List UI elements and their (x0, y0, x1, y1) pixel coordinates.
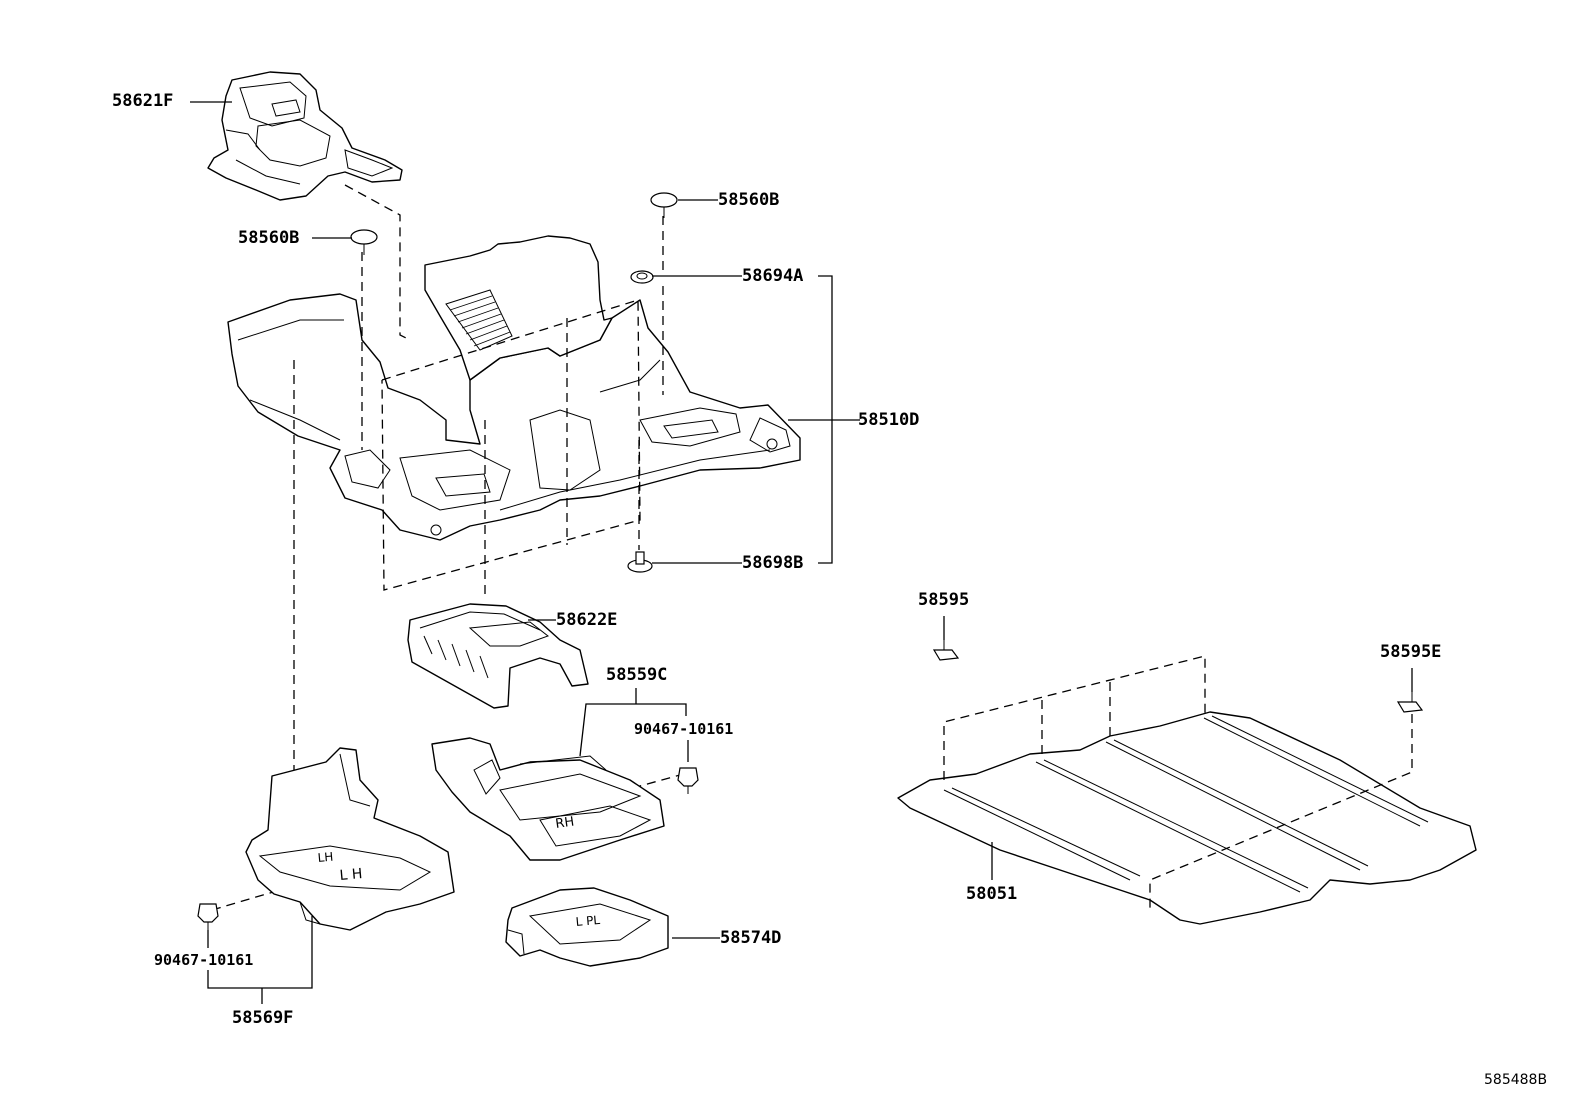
label-58560B-left[interactable]: 58560B (238, 228, 300, 248)
clip-90467-left-shape (197, 903, 219, 930)
clip-58560B-left-shape (350, 229, 378, 255)
svg-text:L H: L H (339, 866, 363, 884)
clip-58560B-right-shape (650, 192, 678, 218)
label-58595E[interactable]: 58595E (1380, 642, 1442, 662)
part-58621F-drawing (207, 71, 403, 201)
label-90467-10161-left[interactable]: 90467-10161 (154, 951, 254, 969)
label-58510D[interactable]: 58510D (858, 410, 920, 430)
clip-58595E-shape (1396, 692, 1424, 713)
part-58574D-drawing: L PL (505, 887, 669, 967)
clip-90467-right-shape (677, 767, 699, 794)
clip-58698B-shape (627, 551, 653, 573)
label-58621F[interactable]: 58621F (112, 91, 174, 111)
label-58559C[interactable]: 58559C (606, 665, 668, 685)
label-58569F[interactable]: 58569F (232, 1008, 294, 1028)
label-58051[interactable]: 58051 (966, 884, 1018, 904)
assembly-dashed-lines (211, 184, 681, 911)
clip-58595-shape (932, 640, 960, 661)
svg-text:LH: LH (317, 850, 334, 865)
svg-text:L PL: L PL (575, 913, 601, 929)
label-58698B[interactable]: 58698B (742, 553, 804, 573)
label-58622E[interactable]: 58622E (556, 610, 618, 630)
label-58560B-right[interactable]: 58560B (718, 190, 780, 210)
part-58559C-drawing: RH (431, 737, 665, 861)
svg-text:RH: RH (554, 814, 575, 831)
label-58595[interactable]: 58595 (918, 590, 970, 610)
figure-number: 585488B (1484, 1072, 1548, 1088)
label-90467-10161-right[interactable]: 90467-10161 (634, 720, 734, 738)
label-58694A[interactable]: 58694A (742, 266, 804, 286)
clip-58694A-shape (630, 270, 654, 284)
part-58510D-drawing (227, 235, 801, 541)
part-58051-drawing (897, 655, 1477, 925)
label-58574D[interactable]: 58574D (720, 928, 782, 948)
leader-lines (190, 101, 1413, 1004)
part-58622E-drawing (407, 603, 589, 709)
part-58569F-drawing: LH L H (245, 747, 455, 931)
